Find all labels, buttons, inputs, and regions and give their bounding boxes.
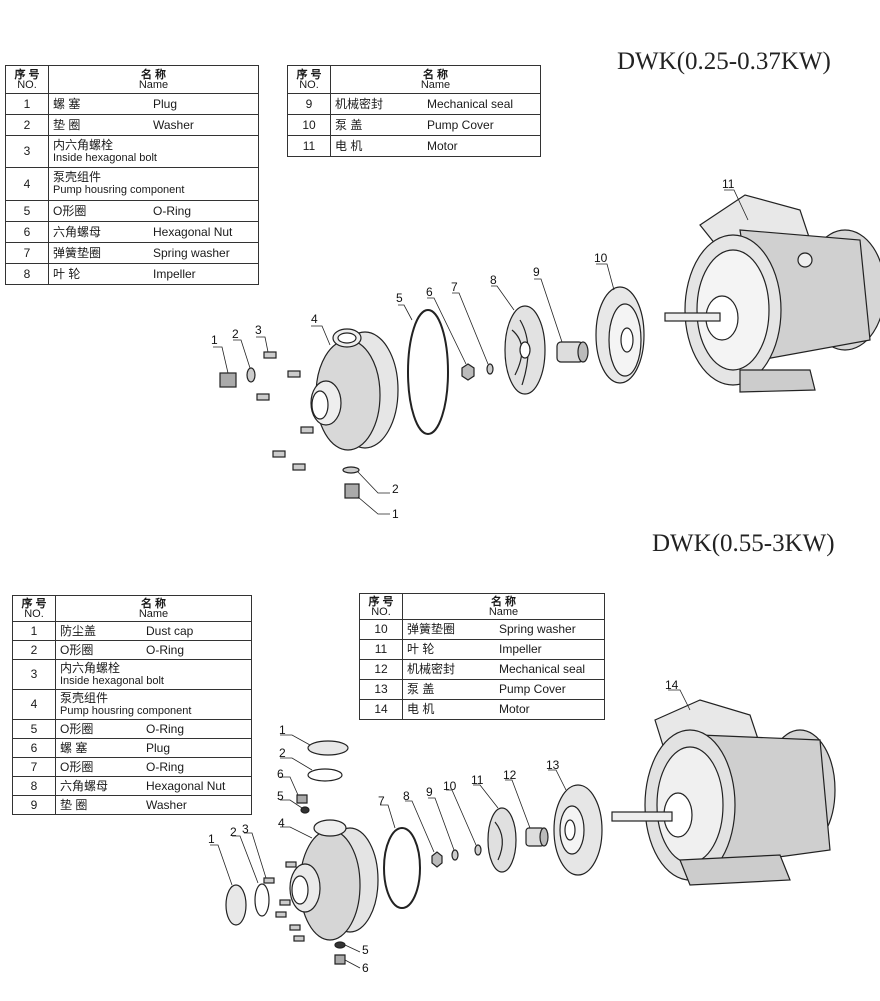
row-no: 8 bbox=[5, 263, 49, 285]
callout-label: 8 bbox=[403, 789, 410, 803]
o-ring-icon bbox=[407, 309, 449, 435]
callout-label: 8 bbox=[490, 273, 497, 287]
row-no: 4 bbox=[12, 689, 56, 720]
callout-label: 6 bbox=[277, 767, 284, 781]
callout-label: 1 bbox=[211, 333, 218, 347]
callout-label: 12 bbox=[503, 768, 517, 782]
callout-label: 11 bbox=[471, 773, 484, 787]
impeller-icon bbox=[504, 305, 546, 395]
o-ring-icon bbox=[300, 806, 310, 814]
row-no: 12 bbox=[359, 659, 403, 680]
bolt-icon bbox=[263, 861, 305, 942]
callout-label: 9 bbox=[533, 265, 540, 279]
plug-icon bbox=[334, 954, 346, 965]
pump-cover-icon bbox=[553, 784, 603, 876]
pump-cover-icon bbox=[595, 286, 645, 384]
callout-label: 3 bbox=[255, 323, 262, 337]
callout-label: 7 bbox=[378, 794, 385, 808]
model-title-large: DWK(0.55-3KW) bbox=[652, 530, 835, 557]
callout-label: 10 bbox=[594, 251, 608, 265]
hex-nut-icon bbox=[431, 851, 443, 868]
callout-label: 13 bbox=[546, 758, 560, 772]
model-title-small: DWK(0.25-0.37KW) bbox=[617, 48, 831, 75]
callout-label: 4 bbox=[311, 312, 318, 326]
row-no: 3 bbox=[12, 659, 56, 690]
spring-washer-icon bbox=[486, 363, 494, 375]
spring-washer-icon bbox=[474, 844, 482, 856]
callout-label: 9 bbox=[426, 785, 433, 799]
washer-icon bbox=[246, 367, 256, 383]
callout-label: 14 bbox=[665, 678, 679, 692]
o-ring-icon bbox=[383, 827, 421, 909]
exploded-diagram-small: 1 2 3 4 5 6 7 8 9 10 11 2 1 bbox=[211, 177, 880, 521]
callout-label: 7 bbox=[451, 280, 458, 294]
row-no: 4 bbox=[5, 167, 49, 201]
mechanical-seal-icon bbox=[556, 341, 589, 363]
pump-housing-icon bbox=[310, 328, 399, 451]
mechanical-seal-icon bbox=[525, 827, 549, 847]
o-ring-icon bbox=[254, 883, 270, 917]
callout-label: 2 bbox=[230, 825, 237, 839]
pump-housing-icon bbox=[289, 819, 379, 941]
impeller-icon bbox=[487, 807, 517, 873]
o-ring-icon bbox=[334, 941, 346, 949]
row-no: 10 bbox=[287, 114, 331, 136]
motor-icon bbox=[664, 194, 880, 393]
motor-icon bbox=[611, 699, 836, 886]
callout-label: 1 bbox=[279, 723, 286, 737]
hex-nut-icon bbox=[461, 363, 475, 381]
callout-label: 6 bbox=[426, 285, 433, 299]
dust-cap-icon bbox=[225, 884, 247, 926]
callout-label: 2 bbox=[232, 327, 239, 341]
callout-label: 11 bbox=[722, 177, 735, 191]
callout-label: 1 bbox=[392, 507, 399, 521]
callout-label: 5 bbox=[396, 291, 403, 305]
row-no: 3 bbox=[5, 135, 49, 168]
dust-cap-icon bbox=[307, 740, 349, 756]
washer-icon bbox=[451, 849, 459, 861]
o-ring-icon bbox=[307, 768, 343, 782]
callout-label: 3 bbox=[242, 822, 249, 836]
callout-label: 6 bbox=[362, 961, 369, 975]
bolt-icon bbox=[256, 351, 314, 471]
callout-label: 10 bbox=[443, 779, 457, 793]
washer-icon bbox=[342, 466, 360, 474]
callout-label: 5 bbox=[277, 789, 284, 803]
callout-label: 4 bbox=[278, 816, 285, 830]
plug-icon bbox=[296, 794, 308, 804]
callout-label: 5 bbox=[362, 943, 369, 957]
plug-icon bbox=[344, 483, 360, 499]
callout-label: 2 bbox=[392, 482, 399, 496]
callout-label: 1 bbox=[208, 832, 215, 846]
callout-label: 2 bbox=[279, 746, 286, 760]
